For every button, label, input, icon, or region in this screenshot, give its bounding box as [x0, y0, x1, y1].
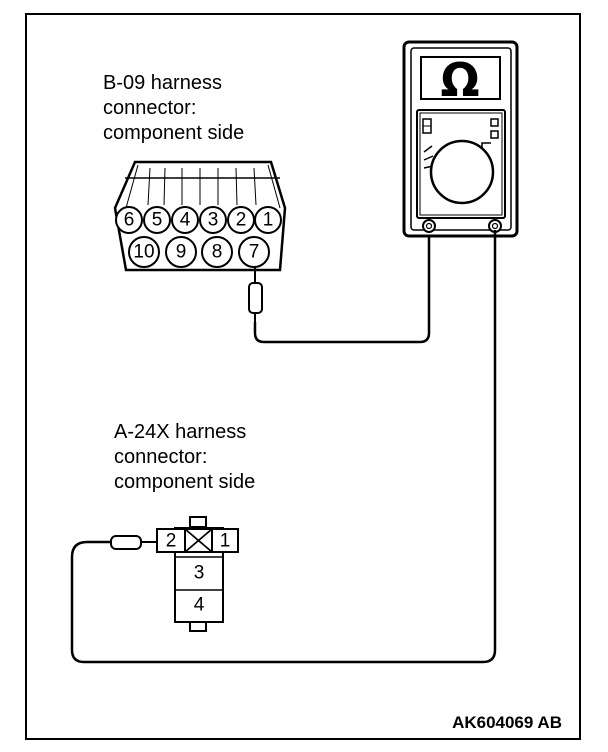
probe-b09	[248, 267, 263, 322]
b09-pin-5-label: 5	[152, 210, 163, 231]
b09-label-line-3: component side	[103, 122, 244, 144]
test-lead-a24x	[70, 230, 497, 664]
meter-jack-left	[422, 219, 436, 233]
a24x-connector: 2 1 3 4	[156, 516, 239, 632]
b09-pin-5: 5	[143, 206, 171, 234]
meter-jack-right	[488, 219, 502, 233]
diagram-frame	[25, 13, 581, 740]
ohm-symbol-icon: Ω	[440, 53, 479, 107]
b09-pin-3: 3	[199, 206, 227, 234]
b09-label-line-2: connector:	[103, 97, 196, 119]
b09-pin-7-label: 7	[249, 242, 260, 263]
b09-label: B-09 harness connector: component side	[103, 72, 244, 144]
b09-pin-3-label: 3	[208, 210, 219, 231]
a24x-pin-1-label: 1	[220, 531, 231, 552]
b09-pin-10: 10	[128, 236, 160, 268]
b09-pin-10-label: 10	[133, 242, 154, 263]
a24x-pin-4-label: 4	[194, 595, 205, 616]
a24x-pin-3-label: 3	[194, 563, 205, 584]
b09-pin-1-label: 1	[263, 210, 274, 231]
a24x-pin-2-label: 2	[166, 531, 177, 552]
meter-dial-icon	[429, 139, 495, 205]
b09-label-line-1: B-09 harness	[103, 72, 222, 94]
a24x-label: A-24X harness connector: component side	[114, 421, 255, 493]
b09-pin-8: 8	[201, 236, 233, 268]
b09-pin-2: 2	[227, 206, 255, 234]
b09-pin-8-label: 8	[212, 242, 223, 263]
meter-display	[420, 56, 501, 100]
b09-pin-4-label: 4	[180, 210, 191, 231]
b09-pin-1: 1	[254, 206, 282, 234]
figure-code: AK604069 AB	[452, 713, 562, 732]
b09-pin-9-label: 9	[176, 242, 187, 263]
b09-pin-2-label: 2	[236, 210, 247, 231]
probe-a24x	[110, 535, 157, 550]
a24x-label-line-2: connector:	[114, 446, 207, 468]
a24x-pin-1	[211, 528, 239, 553]
b09-pin-6-label: 6	[124, 210, 135, 231]
b09-pin-7: 7	[238, 236, 270, 268]
multimeter: Ω	[402, 40, 519, 238]
b09-pin-4: 4	[171, 206, 199, 234]
a24x-label-line-1: A-24X harness	[114, 421, 246, 443]
test-lead-b09	[253, 230, 431, 344]
b09-pin-9: 9	[165, 236, 197, 268]
b09-pin-6: 6	[115, 206, 143, 234]
a24x-label-line-3: component side	[114, 471, 255, 493]
